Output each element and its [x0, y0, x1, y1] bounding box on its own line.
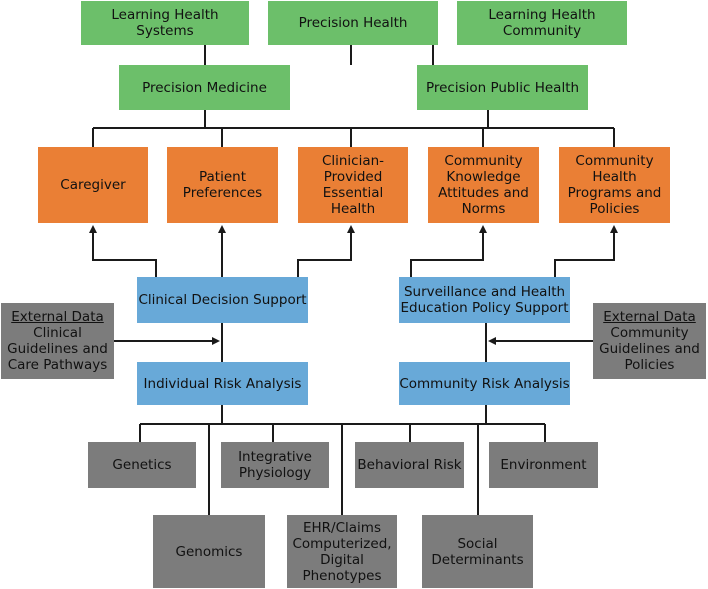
learning-health-systems-label: Learning Health Systems — [111, 7, 219, 39]
ehr-claims-label: EHR/Claims Computerized, Digital Phenoty… — [292, 519, 392, 584]
surveillance-policy-support-label: Surveillance and Health Education Policy… — [400, 284, 569, 316]
community-risk-analysis-label: Community Risk Analysis — [399, 375, 570, 392]
genetics-label: Genetics — [112, 457, 172, 473]
external-community-data-title: External Data — [603, 309, 696, 325]
patient-preferences-box: Patient Preferences — [167, 147, 278, 223]
behavioral-risk-box: Behavioral Risk — [355, 442, 464, 488]
external-clinical-data-box: External Data Clinical Guidelines and Ca… — [1, 303, 114, 379]
community-risk-analysis-box: Community Risk Analysis — [399, 362, 570, 405]
social-determinants-label: Social Determinants — [431, 535, 524, 568]
community-knowledge-box: Community Knowledge Attitudes and Norms — [428, 147, 539, 223]
learning-health-systems-box: Learning Health Systems — [81, 1, 249, 45]
clinician-provided-label: Clinician- Provided Essential Health — [321, 153, 385, 217]
precision-medicine-label: Precision Medicine — [142, 79, 267, 96]
precision-medicine-box: Precision Medicine — [119, 65, 290, 110]
clinician-provided-box: Clinician- Provided Essential Health — [298, 147, 408, 223]
surveillance-to-community-programs-arrow — [554, 225, 618, 277]
community-health-programs-label: Community Health Programs and Policies — [567, 153, 662, 217]
surveillance-policy-support-box: Surveillance and Health Education Policy… — [399, 277, 570, 323]
external-clinical-data-text: Clinical Guidelines and Care Pathways — [7, 325, 108, 373]
environment-box: Environment — [489, 442, 598, 488]
learning-health-community-label: Learning Health Community — [488, 7, 596, 39]
environment-label: Environment — [500, 457, 587, 473]
clinical-decision-support-box: Clinical Decision Support — [137, 277, 308, 323]
social-determinants-box: Social Determinants — [422, 515, 533, 588]
precision-public-health-label: Precision Public Health — [425, 79, 580, 96]
genetics-box: Genetics — [88, 442, 196, 488]
genomics-box: Genomics — [153, 515, 265, 588]
integrative-physiology-box: Integrative Physiology — [221, 442, 329, 488]
caregiver-label: Caregiver — [60, 177, 126, 193]
external-community-data-box: External Data Community Guidelines and P… — [593, 303, 706, 379]
community-health-programs-box: Community Health Programs and Policies — [559, 147, 670, 223]
external-clinical-data-title: External Data — [11, 309, 104, 325]
individual-risk-analysis-label: Individual Risk Analysis — [143, 375, 302, 392]
surveillance-to-community-knowledge-arrow — [410, 225, 487, 277]
learning-health-community-box: Learning Health Community — [457, 1, 627, 45]
genomics-label: Genomics — [175, 543, 243, 560]
integrative-physiology-label: Integrative Physiology — [238, 449, 312, 481]
caregiver-box: Caregiver — [38, 147, 148, 223]
cds-to-caregiver-arrow — [89, 225, 157, 277]
precision-public-health-box: Precision Public Health — [417, 65, 588, 110]
behavioral-risk-label: Behavioral Risk — [357, 457, 462, 473]
clinical-decision-support-label: Clinical Decision Support — [138, 292, 307, 308]
external-community-data-text: Community Guidelines and Policies — [599, 325, 700, 373]
ehr-claims-box: EHR/Claims Computerized, Digital Phenoty… — [287, 515, 397, 588]
patient-preferences-label: Patient Preferences — [182, 169, 263, 201]
community-knowledge-label: Community Knowledge Attitudes and Norms — [438, 153, 529, 217]
individual-risk-analysis-box: Individual Risk Analysis — [137, 362, 308, 405]
cds-to-clinician-arrow — [297, 225, 355, 277]
precision-health-label: Precision Health — [298, 15, 408, 31]
precision-health-box: Precision Health — [268, 1, 438, 45]
